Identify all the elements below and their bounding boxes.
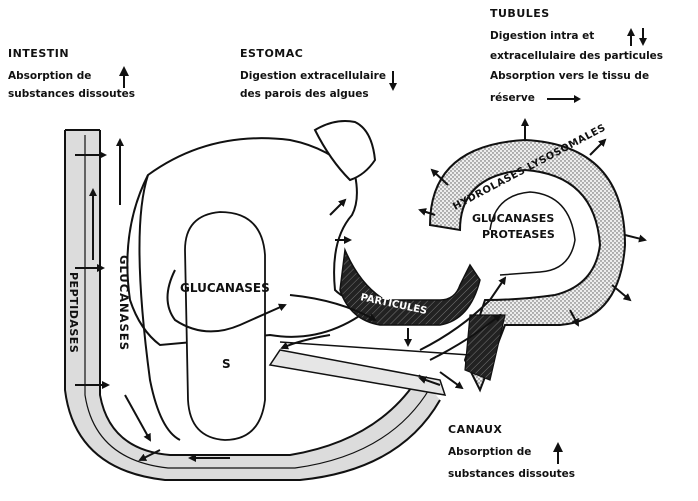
tubules-line3: Absorption vers le tissu de <box>490 68 649 84</box>
arrow-up-icon <box>118 64 130 90</box>
label-proteases: PROTEASES <box>482 228 555 241</box>
intestin-title: INTESTIN <box>8 46 69 62</box>
canaux-line2: substances dissoutes <box>448 466 575 482</box>
tubule <box>430 140 625 390</box>
tubules-line4: réserve <box>490 90 535 106</box>
estomac-line1: Digestion extracellulaire <box>240 68 386 84</box>
tubules-title: TUBULES <box>490 6 550 22</box>
estomac-title: ESTOMAC <box>240 46 303 62</box>
intestin-line1: Absorption de <box>8 68 91 84</box>
label-glucanases-tubule: GLUCANASES <box>472 212 554 225</box>
intestin-line2: substances dissoutes <box>8 86 135 102</box>
tubules-line2: extracellulaire des particules <box>490 48 663 64</box>
arrow-down-icon <box>388 70 398 92</box>
estomac-line2: des parois des algues <box>240 86 369 102</box>
arrows-up-down-icon <box>626 27 650 47</box>
label-s: S <box>222 357 231 371</box>
arrow-right-icon <box>546 94 582 104</box>
canal <box>270 342 470 395</box>
label-glucanases-intestine: GLUCANASES <box>117 255 131 351</box>
label-peptidases: PEPTIDASES <box>67 272 80 353</box>
tubules-line1: Digestion intra et <box>490 28 594 44</box>
arrow-up-icon <box>552 441 564 465</box>
canaux-line1: Absorption de <box>448 444 531 460</box>
canaux-title: CANAUX <box>448 422 502 438</box>
label-glucanases-stomach: GLUCANASES <box>180 281 270 295</box>
